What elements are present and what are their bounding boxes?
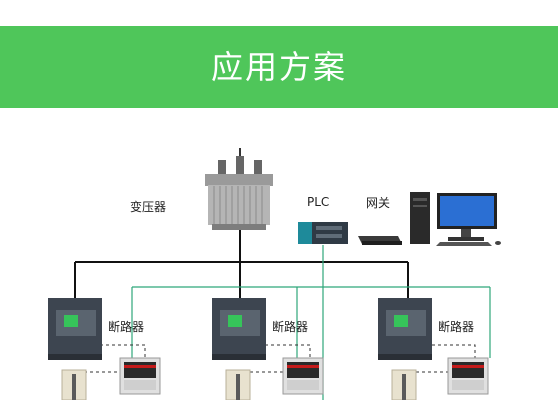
breaker-label: 断路器 bbox=[108, 320, 145, 334]
breaker-label: 断路器 bbox=[272, 320, 309, 334]
meter-icon bbox=[119, 357, 161, 395]
current-transformer-icon bbox=[225, 369, 251, 400]
current-transformer-icon bbox=[61, 369, 87, 400]
computer-icon bbox=[410, 192, 501, 246]
current-transformer-icon bbox=[391, 369, 417, 400]
gateway-icon bbox=[358, 236, 402, 245]
power-bus-lines bbox=[74, 228, 409, 300]
plc-label: PLC bbox=[307, 195, 330, 209]
transformer-label: 变压器 bbox=[130, 200, 167, 214]
meter-icon bbox=[447, 357, 489, 395]
breaker-icon bbox=[378, 298, 432, 360]
breaker-icon bbox=[212, 298, 266, 360]
meter-icon bbox=[282, 357, 324, 395]
transformer-icon bbox=[205, 148, 273, 230]
breaker-label: 断路器 bbox=[438, 320, 475, 334]
page-title: 应用方案 bbox=[210, 48, 347, 86]
gateway-label: 网关 bbox=[366, 196, 391, 210]
title-banner: 应用方案 bbox=[0, 26, 558, 108]
plc-icon bbox=[298, 222, 348, 244]
breaker-icon bbox=[48, 298, 102, 360]
